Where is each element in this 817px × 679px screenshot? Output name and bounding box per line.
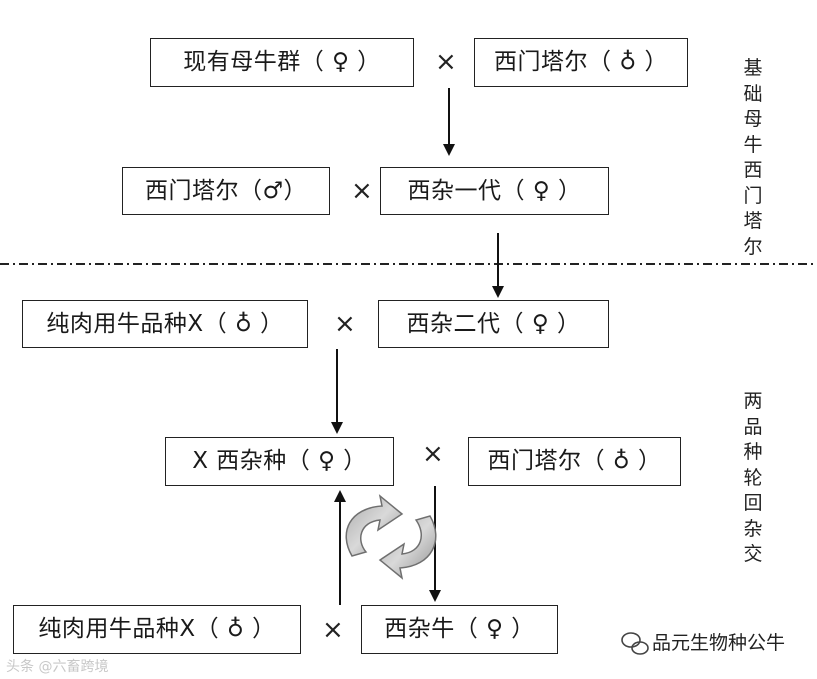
cross-symbol-2: × xyxy=(351,176,373,206)
box-f2-cross: 西杂二代（ ♀ ） xyxy=(378,300,609,348)
box-existing-cow-herd: 现有母牛群（ ♀ ） xyxy=(150,38,414,87)
stage-label-rotational-cross: 两品种轮回杂交 xyxy=(743,390,763,565)
box-x-simmental-cross: X 西杂种（ ♀ ） xyxy=(165,437,394,486)
box-f1-cross: 西杂一代（ ♀ ） xyxy=(380,167,609,215)
cross-symbol-4: × xyxy=(422,439,444,469)
stage-label-base-cow: 基础母牛西门塔尔 xyxy=(743,57,763,258)
box-simmental-male: 西门塔尔（♂） xyxy=(122,167,330,215)
box-simmental-cross-cattle: 西杂牛（ ♀ ） xyxy=(361,605,558,654)
cross-symbol-3: × xyxy=(334,309,356,339)
rotation-cycle-icon xyxy=(345,494,437,580)
box-simmental-sire-top: 西门塔尔（ ♁ ） xyxy=(474,38,688,87)
box-simmental-right: 西门塔尔（ ♁ ） xyxy=(468,437,681,486)
brand-chat-icon xyxy=(621,632,649,655)
brand-name: 品元生物种公牛 xyxy=(652,632,786,654)
watermark-text: 头条 @六畜跨境 xyxy=(6,659,109,675)
cross-symbol-1: × xyxy=(435,47,457,77)
cross-symbol-5: × xyxy=(322,615,344,645)
box-beef-breed-x-2: 纯肉用牛品种X（ ♁ ） xyxy=(13,605,301,654)
box-beef-breed-x-1: 纯肉用牛品种X（ ♁ ） xyxy=(22,300,308,348)
